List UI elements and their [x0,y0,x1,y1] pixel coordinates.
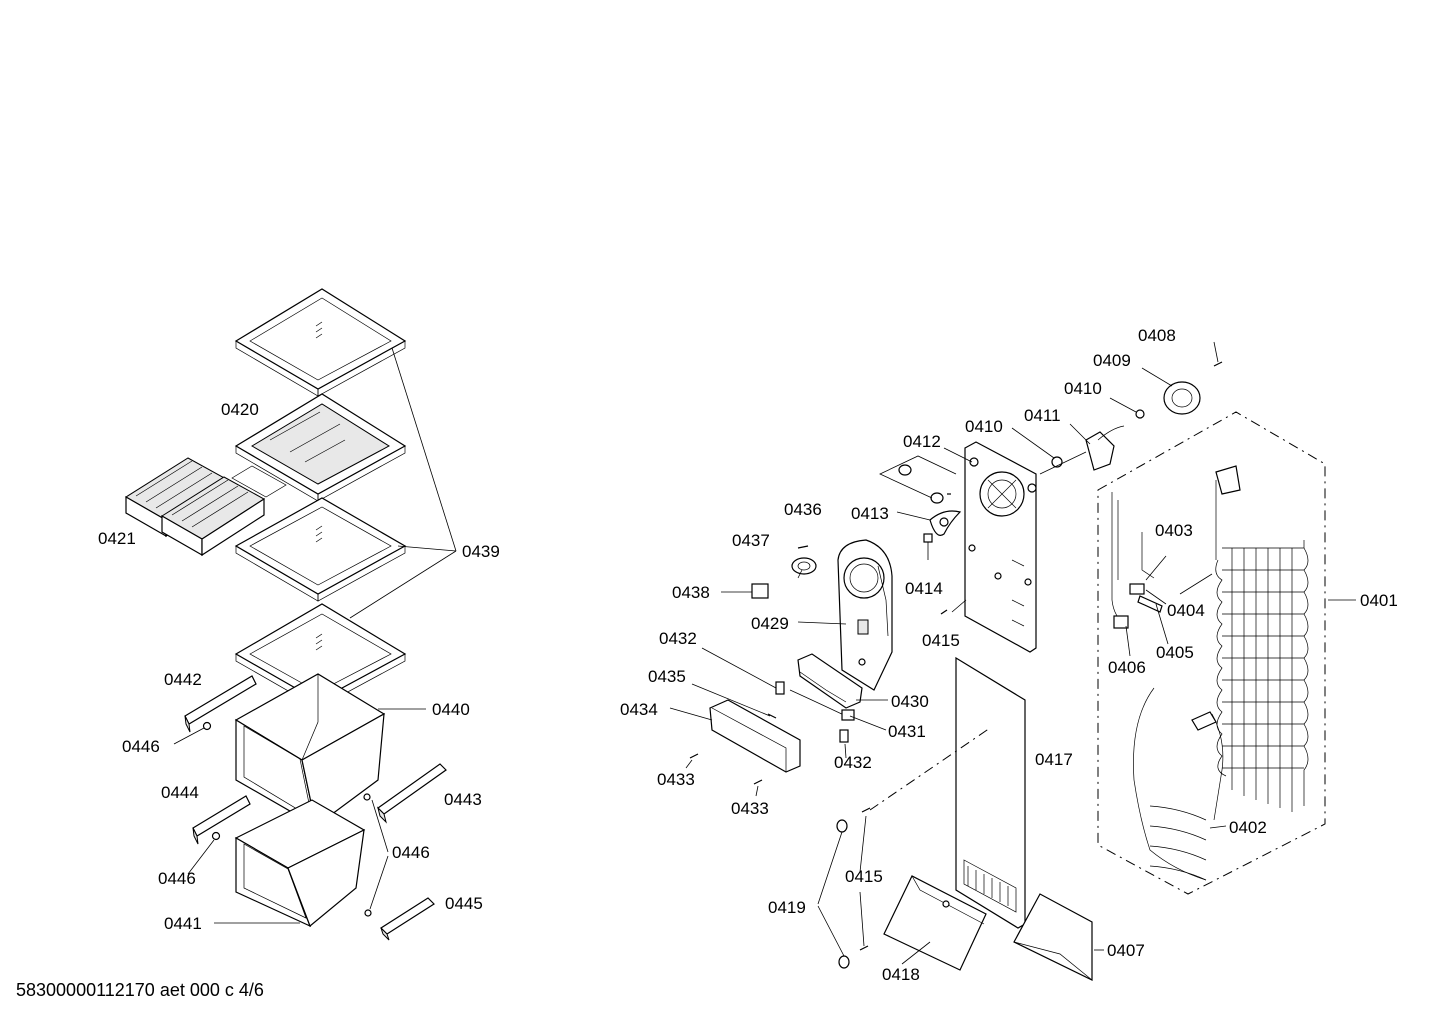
label-0432-a: 0432 [659,629,697,648]
lamp-socket-0438 [751,583,769,599]
drawer-upper [234,673,386,828]
label-0441: 0441 [164,914,202,933]
label-0407: 0407 [1107,941,1145,960]
fan-back-panel [964,441,1037,653]
motor-bracket-0409 [1163,381,1201,415]
shelf-3 [234,497,407,602]
label-0409: 0409 [1093,351,1131,370]
bulb-0432b [839,729,849,743]
label-0402: 0402 [1229,818,1267,837]
label-0403: 0403 [1155,521,1193,540]
grommet-a [898,464,912,476]
screw-0435 [767,713,777,719]
cap-0419b [838,955,850,969]
label-0442: 0442 [164,670,202,689]
label-0446-b: 0446 [392,843,430,862]
label-0411: 0411 [1024,406,1061,425]
label-0404: 0404 [1167,601,1205,620]
screw-0446d [364,909,372,917]
ice-cube-trays [125,457,265,557]
shelf-4 [234,603,407,709]
label-0439: 0439 [462,542,500,561]
shelf-1 [234,288,407,397]
shelf-2 [234,393,407,502]
lamp-cover-0434 [709,699,801,773]
condenser-frame-outline [1097,411,1326,895]
drawing-code: 58300000112170 aet 000 c 4/6 [16,980,264,1000]
rail-0443 [377,763,447,824]
capillary-tube [1111,492,1224,881]
label-0420: 0420 [221,400,259,419]
grommet-b [930,492,944,504]
wire-harness-0431 [789,689,855,721]
tray-cover [231,465,287,498]
screw-0433a [689,753,699,759]
label-0431: 0431 [888,722,926,741]
screw-0446c [363,793,371,801]
fan-motor-0411 [1085,425,1125,471]
rail-0442 [184,675,257,733]
screw-0408 [1213,361,1223,367]
label-0410-b: 0410 [965,417,1003,436]
label-0429: 0429 [751,614,789,633]
label-0446-c: 0446 [158,869,196,888]
rail-0445 [380,897,435,941]
label-0443: 0443 [444,790,482,809]
washer-0410b [1135,409,1145,419]
label-0417: 0417 [1035,750,1073,769]
label-0435: 0435 [648,667,686,686]
label-0444: 0444 [161,783,199,802]
screw-0446b [211,831,221,841]
bulb-0432a [775,681,785,695]
label-0434: 0434 [620,700,658,719]
air-duct-0429 [837,539,893,691]
label-0412: 0412 [903,432,941,451]
label-0401: 0401 [1360,591,1398,610]
label-0433-b: 0433 [731,799,769,818]
rail-0444 [192,795,251,845]
label-0418: 0418 [882,965,920,984]
lamp-housing-0430 [797,653,863,709]
screw-0446a [202,721,212,731]
screw-0433b [753,779,763,785]
label-0408: 0408 [1138,326,1176,345]
drip-tray-0418 [883,875,987,971]
label-0440: 0440 [432,700,470,719]
label-0415-b: 0415 [845,867,883,886]
label-0405: 0405 [1156,643,1194,662]
fan-blade [929,510,962,536]
dash-0415 [869,727,991,811]
label-0430: 0430 [891,692,929,711]
label-0421: 0421 [98,529,136,548]
fan-hub-0414 [923,533,933,543]
label-0419: 0419 [768,898,806,917]
label-0415-a: 0415 [922,631,960,650]
label-0445: 0445 [445,894,483,913]
label-0432-b: 0432 [834,753,872,772]
label-0437: 0437 [732,531,770,550]
cap-0419a [836,819,848,833]
label-0446-a: 0446 [122,737,160,756]
condenser-coil [1215,465,1309,812]
label-0438: 0438 [672,583,710,602]
screw-0415a [940,609,948,615]
rear-panel-0417 [955,656,1026,929]
drawer-lower [234,799,366,928]
label-0413: 0413 [851,504,889,523]
clip-0436 [797,545,809,549]
label-0406: 0406 [1108,658,1146,677]
label-0433-a: 0433 [657,770,695,789]
label-0410-a: 0410 [1064,379,1102,398]
thermostat-0437 [791,557,817,575]
thermostat-parts [1113,583,1217,731]
label-0436: 0436 [784,500,822,519]
drain-pan-0407 [1013,893,1093,981]
screw-0415c [859,945,869,951]
label-0414: 0414 [905,579,943,598]
screw-0415b [861,807,871,813]
